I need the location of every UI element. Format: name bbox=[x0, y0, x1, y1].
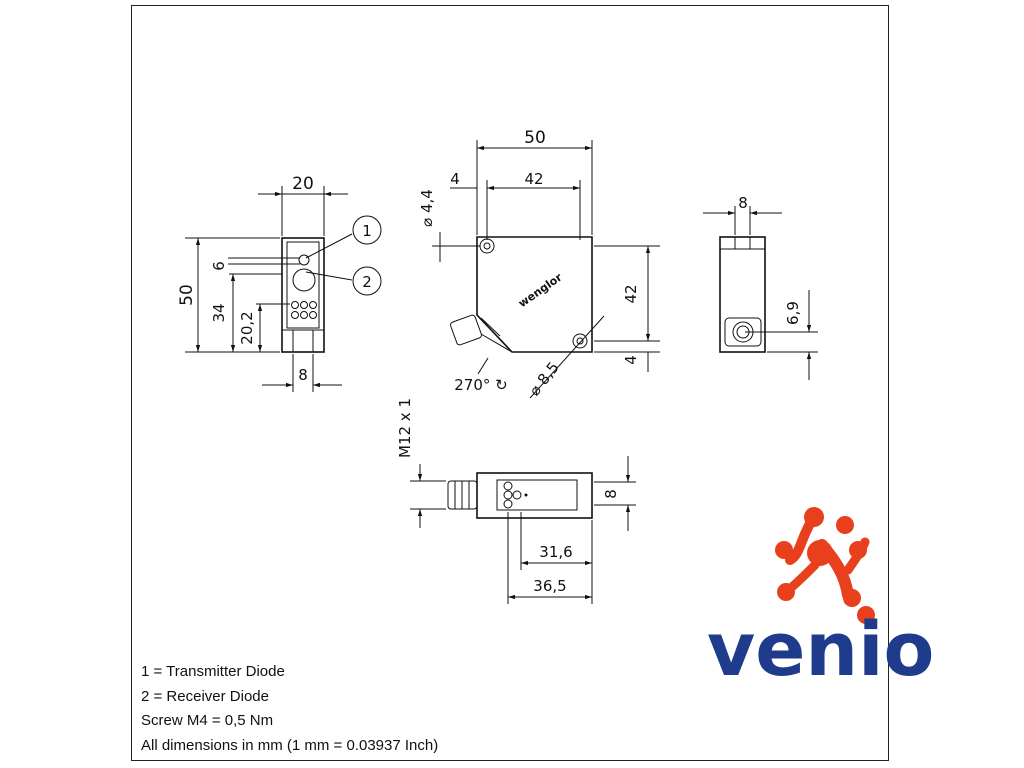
dim-6-9: 6,9 bbox=[784, 301, 802, 325]
dim-height-42: 42 bbox=[622, 284, 640, 303]
dim-6: 6 bbox=[210, 261, 228, 271]
dim-thread: M12 x 1 bbox=[396, 398, 414, 458]
dim-bore-dia: ⌀ 8,5 bbox=[525, 359, 562, 400]
dim-pitch-42: 42 bbox=[524, 170, 543, 188]
side-view: wenglor 50 4 42 ⌀ 4,4 42 4 ⌀ 8,5 270° ↻ bbox=[418, 128, 660, 399]
dim-height-50: 50 bbox=[177, 284, 197, 306]
notes-block: 1 = Transmitter Diode 2 = Receiver Diode… bbox=[141, 660, 438, 758]
dim-bottom-right-8: 8 bbox=[602, 489, 620, 499]
bottom-view: M12 x 1 8 31,6 36,5 bbox=[396, 398, 636, 604]
rotation-label: 270° ↻ bbox=[454, 376, 507, 394]
dim-width-20: 20 bbox=[292, 174, 314, 194]
dim-36-5: 36,5 bbox=[533, 577, 566, 595]
front-view: 20 50 34 6 20,2 8 1 2 bbox=[177, 174, 382, 392]
dim-side-width-50: 50 bbox=[524, 128, 546, 148]
wenglor-logo: wenglor bbox=[516, 270, 565, 310]
dim-34: 34 bbox=[210, 303, 228, 322]
note-screw: Screw M4 = 0,5 Nm bbox=[141, 712, 274, 729]
callout-1: 1 bbox=[362, 222, 372, 240]
venio-logo: venio bbox=[707, 507, 934, 693]
dim-hole-dia: ⌀ 4,4 bbox=[418, 189, 436, 227]
venio-molecule-icon bbox=[775, 507, 875, 624]
dim-end-8: 8 bbox=[738, 194, 748, 212]
end-view: 8 6,9 bbox=[703, 194, 818, 380]
note-transmitter: 1 = Transmitter Diode bbox=[141, 663, 285, 680]
dim-31-6: 31,6 bbox=[539, 543, 572, 561]
dim-offset-4: 4 bbox=[450, 170, 460, 188]
dim-20-2: 20,2 bbox=[238, 311, 256, 344]
dim-height-4: 4 bbox=[622, 355, 640, 365]
drawing-frame bbox=[131, 5, 889, 761]
venio-wordmark: venio bbox=[707, 607, 934, 693]
dim-bottom-8: 8 bbox=[298, 366, 308, 384]
callout-2: 2 bbox=[362, 273, 372, 291]
note-receiver: 2 = Receiver Diode bbox=[141, 687, 269, 705]
svg-text:wenglor: wenglor bbox=[516, 270, 565, 310]
note-units: All dimensions in mm (1 mm = 0.03937 Inc… bbox=[141, 736, 439, 754]
